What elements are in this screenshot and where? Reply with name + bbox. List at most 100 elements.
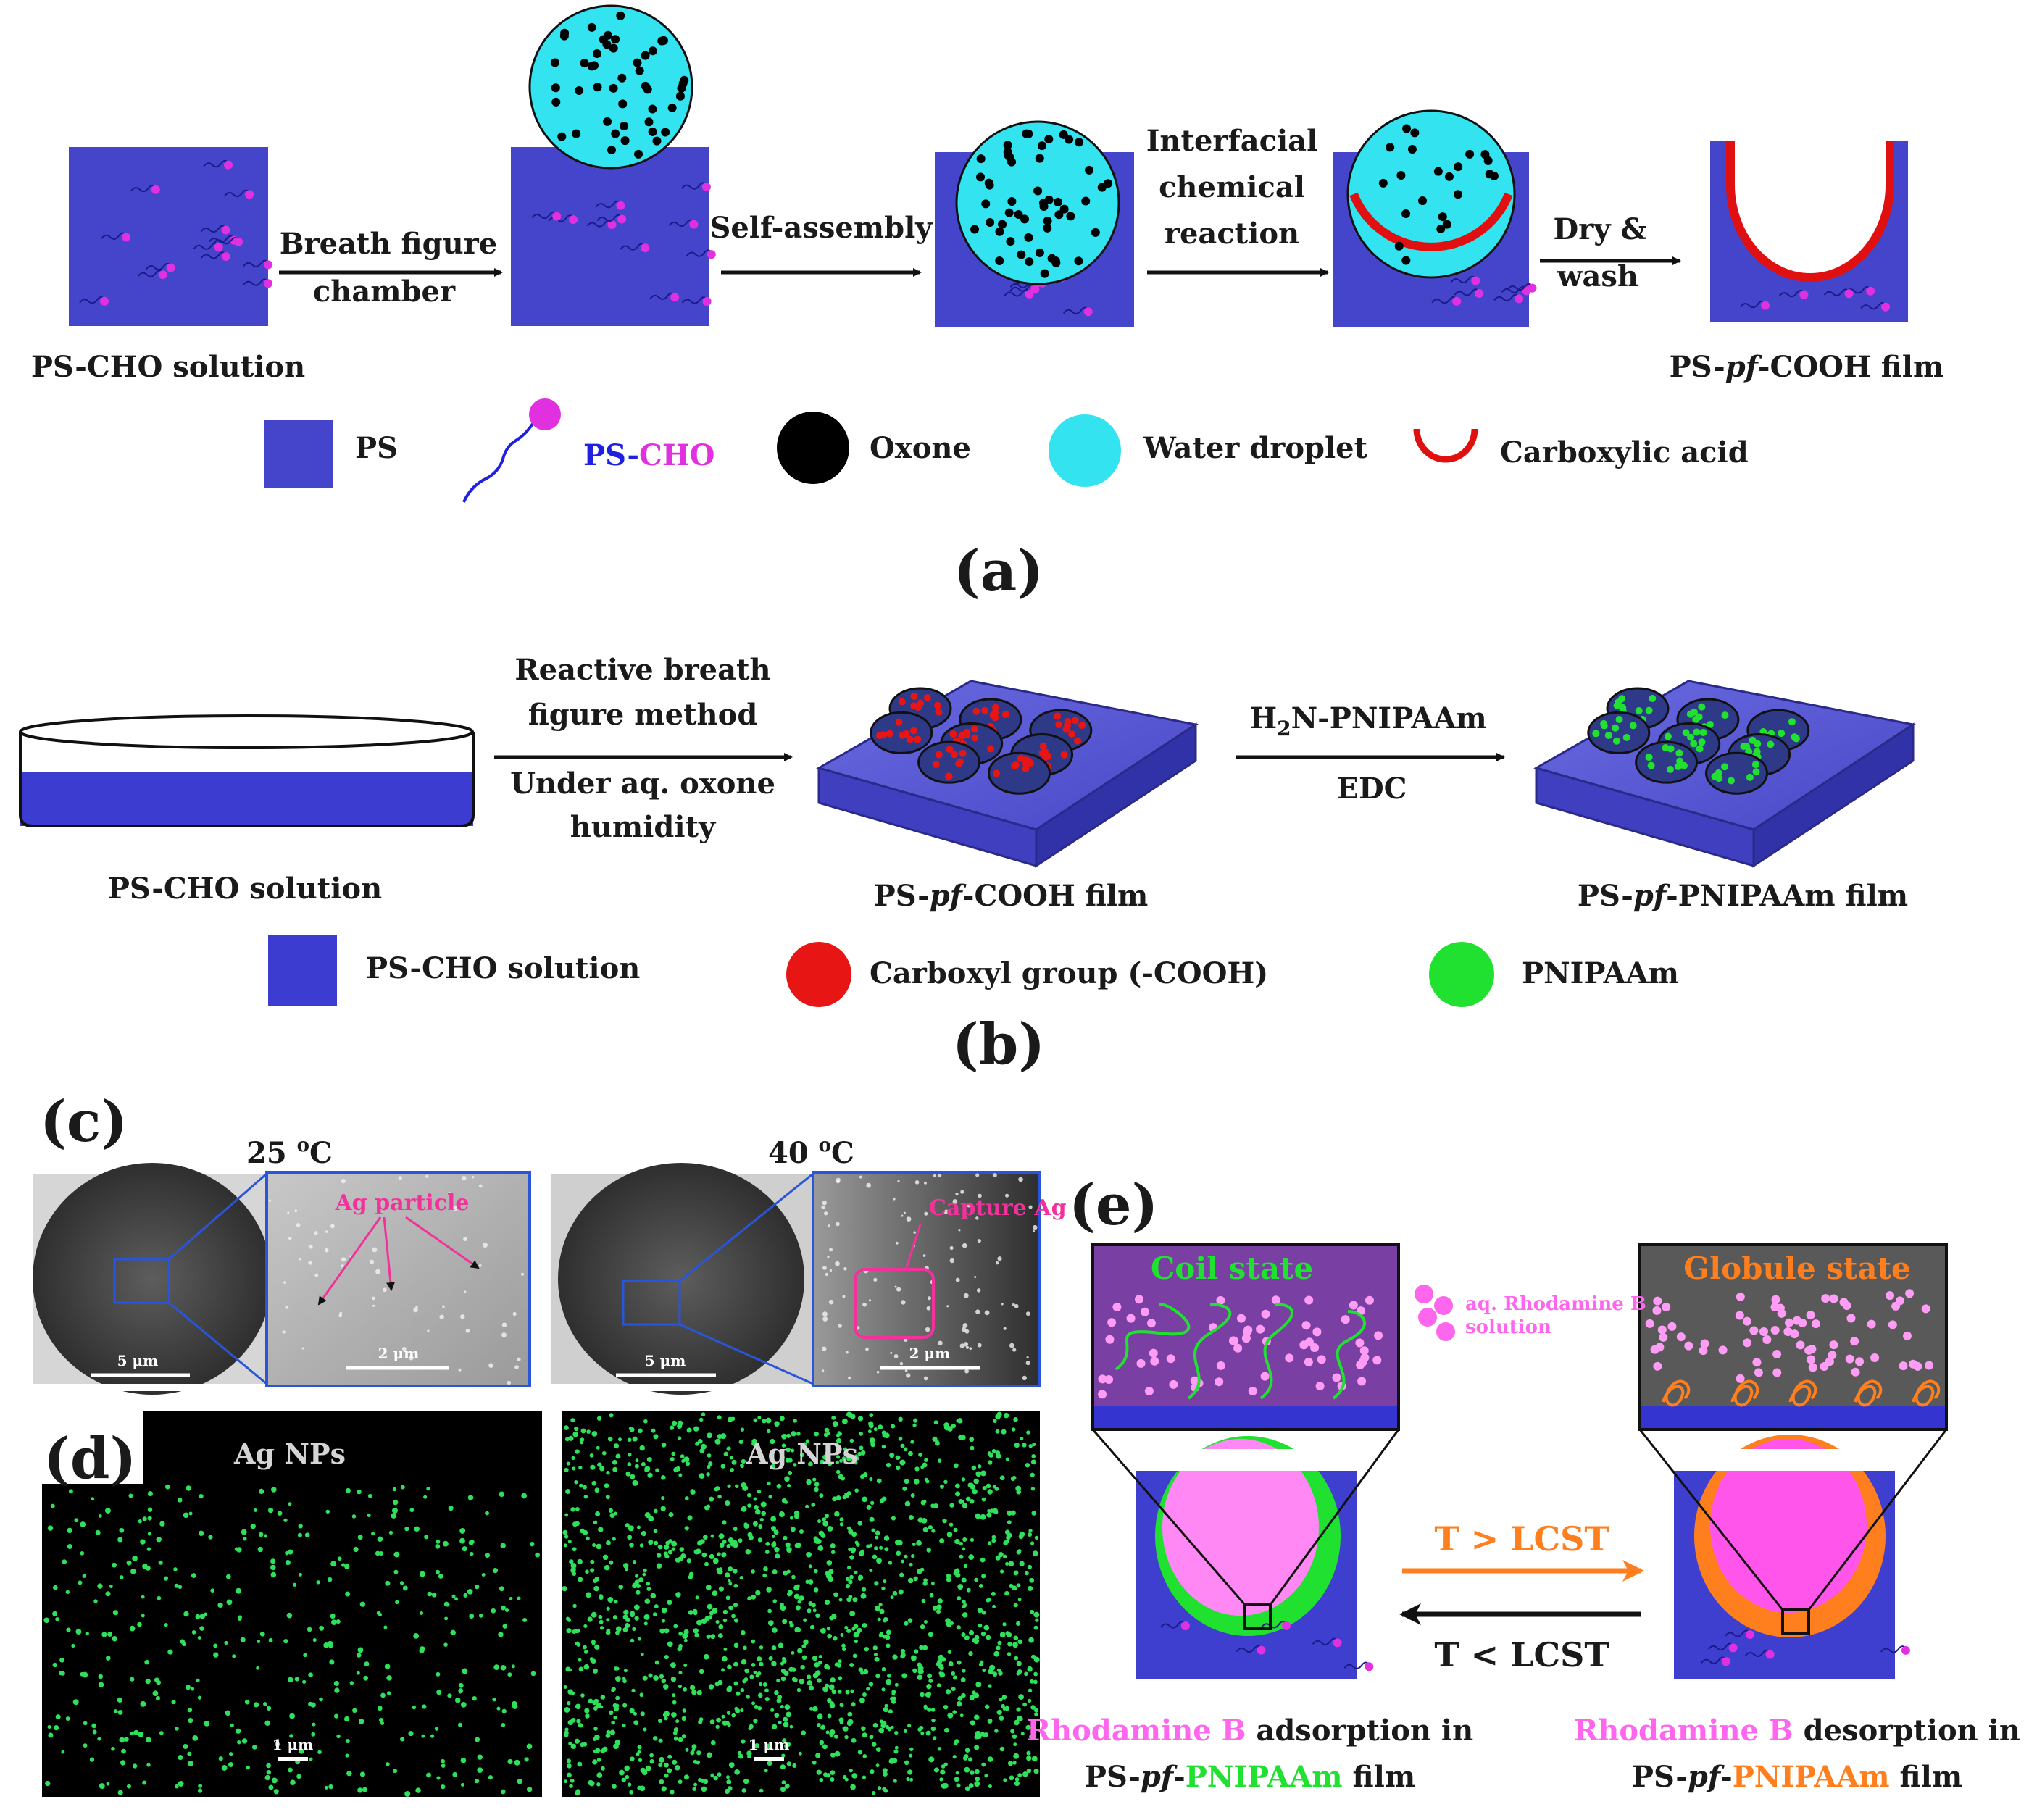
ag-np-dot <box>980 1514 986 1520</box>
ann-ag-particle: Ag particle <box>335 1190 470 1216</box>
ag-np-dot <box>191 1630 196 1635</box>
ag-speck <box>324 1248 329 1253</box>
ag-np-dot <box>618 1584 624 1590</box>
ag-np-dot <box>975 1471 982 1477</box>
ag-np-dot <box>722 1656 728 1662</box>
ag-np-dot <box>766 1587 772 1592</box>
pore-group-dot <box>1667 745 1675 753</box>
ag-np-dot <box>682 1633 688 1640</box>
ag-np-dot <box>454 1597 459 1601</box>
ag-np-dot <box>624 1765 630 1771</box>
ag-np-dot <box>674 1766 678 1770</box>
oxone-dot <box>981 199 991 209</box>
ag-np-dot <box>973 1638 980 1645</box>
ag-np-dot <box>367 1493 372 1498</box>
legend-pnipaam-label: PNIPAAm <box>1522 956 1679 990</box>
ag-np-dot <box>61 1750 65 1754</box>
ag-np-dot <box>330 1561 337 1567</box>
legend-pscho-chain <box>462 422 534 503</box>
ag-np-dot <box>747 1754 751 1759</box>
ag-np-dot <box>815 1753 821 1758</box>
ag-np-dot <box>357 1653 362 1658</box>
ag-np-dot <box>972 1489 978 1495</box>
pnipaam-globule-chain <box>1662 1379 1691 1407</box>
ag-np-dot <box>628 1525 634 1532</box>
ag-np-dot <box>1030 1472 1035 1477</box>
film-slab-1 <box>816 680 1199 868</box>
ag-np-dot <box>1003 1412 1009 1419</box>
ag-np-dot <box>606 1606 610 1611</box>
ag-np-dot <box>857 1451 862 1456</box>
rhodamine-dot <box>1233 1343 1243 1353</box>
ag-np-dot <box>853 1632 859 1638</box>
ag-np-dot <box>791 1650 795 1655</box>
ag-np-dot <box>98 1682 104 1688</box>
ag-np-dot <box>718 1586 724 1592</box>
ag-np-dot <box>868 1682 874 1687</box>
oxone-dot <box>611 35 620 44</box>
oxone-dot <box>652 136 662 146</box>
rhodamine-dot <box>1925 1361 1934 1370</box>
ag-np-dot <box>1001 1695 1007 1700</box>
ag-np-dot <box>954 1739 959 1744</box>
ag-np-dot <box>583 1664 590 1670</box>
ag-np-dot <box>474 1584 480 1590</box>
ag-speck <box>287 1211 290 1214</box>
ag-np-dot <box>832 1421 838 1427</box>
ag-np-dot <box>404 1791 411 1797</box>
ag-speck <box>856 1326 860 1330</box>
pore <box>988 751 1051 795</box>
ag-np-dot <box>74 1518 79 1523</box>
pore-group-dot <box>1012 761 1020 769</box>
ag-np-dot <box>566 1628 572 1634</box>
ag-np-dot <box>869 1437 875 1443</box>
ag-np-dot <box>899 1572 904 1577</box>
ag-np-dot <box>1010 1510 1016 1516</box>
rhodamine-dot <box>1783 1327 1793 1336</box>
ag-np-dot <box>679 1547 685 1552</box>
ag-np-dot <box>694 1632 699 1638</box>
ag-np-dot <box>814 1670 821 1676</box>
ag-np-dot <box>664 1716 668 1721</box>
b-arrow-2-top: H2N-PNIPAAm <box>1249 701 1486 740</box>
ag-np-dot <box>250 1523 256 1529</box>
ag-np-dot <box>767 1481 771 1486</box>
rb-dot-1 <box>1415 1285 1433 1303</box>
ag-speck <box>1014 1303 1019 1308</box>
ag-np-dot <box>629 1543 634 1548</box>
ag-np-dot <box>140 1539 146 1545</box>
ag-np-dot <box>839 1458 843 1463</box>
ag-np-dot <box>1025 1724 1031 1730</box>
ag-np-dot <box>859 1697 865 1703</box>
rhodamine-dot <box>1653 1361 1662 1371</box>
rhodamine-dot <box>1735 1311 1744 1320</box>
ag-np-dot <box>857 1521 863 1526</box>
ag-speck <box>462 1175 467 1181</box>
ag-np-dot <box>699 1717 704 1721</box>
oxone-dot <box>1037 141 1046 151</box>
ag-np-dot <box>910 1440 914 1444</box>
pore-group-dot <box>1706 720 1714 728</box>
ag-np-dot <box>121 1748 126 1754</box>
ag-speck <box>962 1323 968 1328</box>
ag-np-dot <box>900 1443 905 1448</box>
ag-np-dot <box>460 1782 464 1787</box>
ag-np-dot <box>571 1456 575 1460</box>
oxone-dot <box>617 73 627 83</box>
ag-np-dot <box>567 1772 572 1778</box>
ag-np-dot <box>793 1593 800 1600</box>
ag-np-dot <box>728 1566 733 1572</box>
ag-np-dot <box>836 1663 842 1668</box>
ag-np-dot <box>728 1582 733 1586</box>
ag-speck <box>967 1204 971 1208</box>
ag-np-dot <box>178 1585 183 1590</box>
ag-speck <box>977 1239 981 1243</box>
ag-np-dot <box>602 1554 609 1561</box>
ag-np-dot <box>902 1486 907 1491</box>
ag-np-dot <box>755 1590 761 1596</box>
ag-np-dot <box>460 1701 467 1708</box>
ag-np-dot <box>851 1550 855 1554</box>
pore-group-dot <box>1666 765 1674 773</box>
ag-np-dot <box>957 1584 964 1590</box>
pore-group-dot <box>1788 718 1796 726</box>
